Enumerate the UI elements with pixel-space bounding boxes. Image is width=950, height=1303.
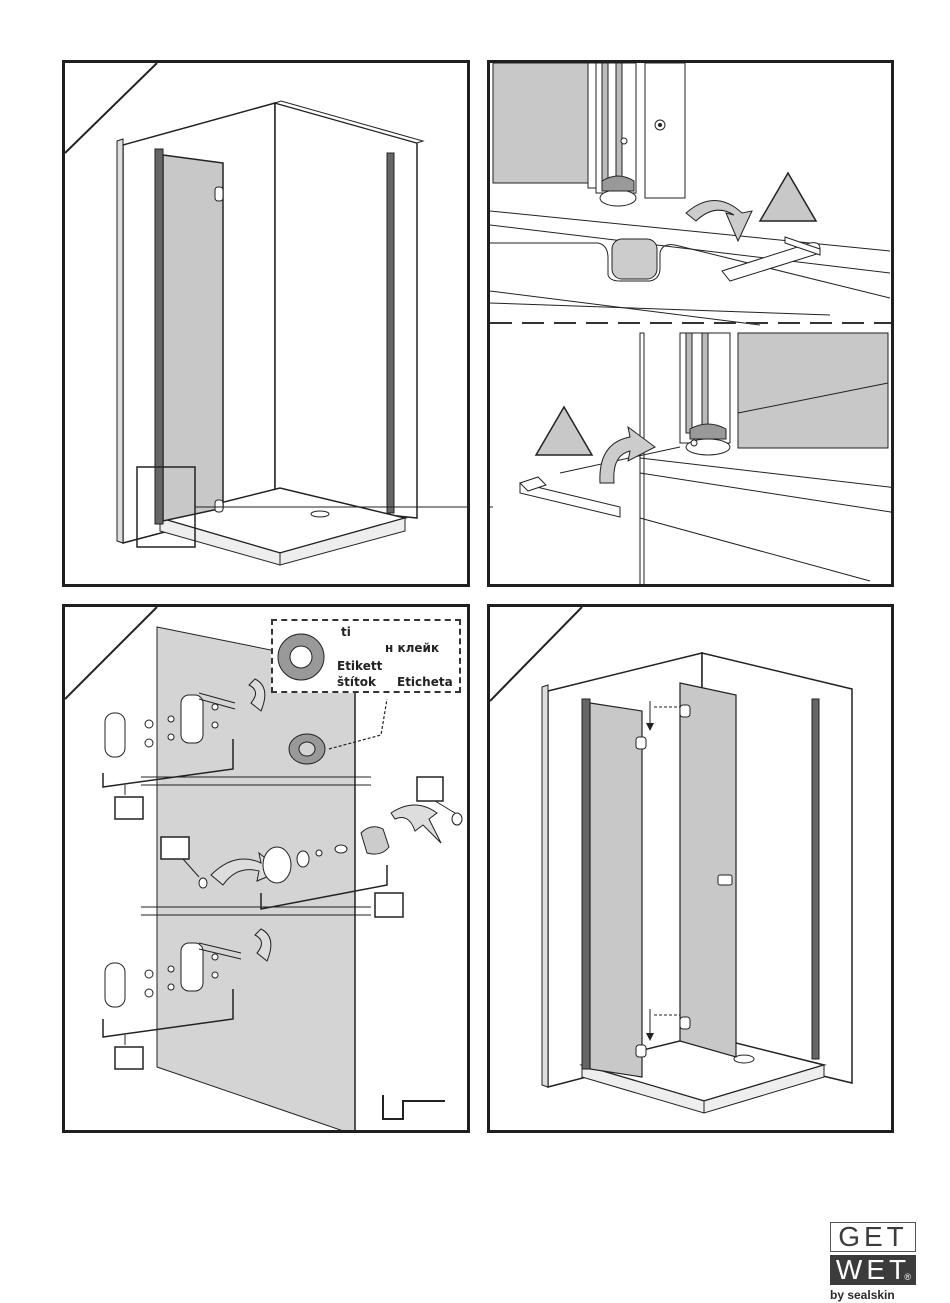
logo-word-get: GET [838, 1223, 908, 1251]
brand-logo: GET WET ® by sealskin [830, 1222, 918, 1302]
panel-step-2 [487, 60, 894, 587]
panel-step-4 [487, 604, 894, 1133]
label-text-4: štítok [337, 675, 376, 689]
logo-registered-mark: ® [904, 1272, 911, 1282]
hinge-detail-drawing [490, 63, 894, 587]
logo-subtitle: by sealskin [830, 1288, 918, 1302]
logo-word-wet: WET [836, 1256, 910, 1284]
label-text-5: Eticheta [397, 675, 453, 689]
panel-step-3: ti н клейк Etikett štítok Eticheta [62, 604, 470, 1133]
enclosure-overview-drawing [65, 63, 470, 587]
panel-step-1 [62, 60, 470, 587]
door-hanging-drawing [490, 607, 894, 1133]
label-text-3: Etikett [337, 659, 382, 673]
logo-top-box: GET [830, 1222, 916, 1252]
label-text-1: ti [341, 625, 351, 639]
logo-bottom-box: WET ® [830, 1255, 916, 1285]
label-sticker-box: ti н клейк Etikett štítok Eticheta [271, 619, 461, 693]
label-text-2: н клейк [385, 641, 439, 655]
